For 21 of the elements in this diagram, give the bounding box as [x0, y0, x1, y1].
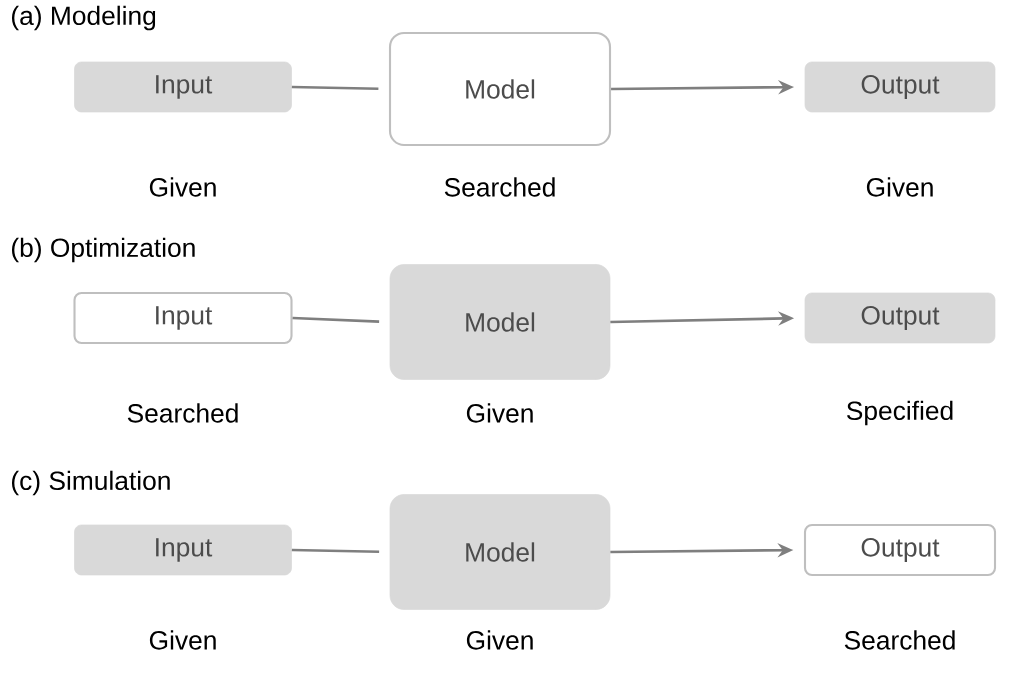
status-label: Given: [149, 177, 216, 197]
model-box: Model: [388, 31, 612, 147]
process-box: Output: [803, 523, 997, 577]
status-label: Given: [466, 403, 533, 423]
process-box: Input: [74, 61, 292, 113]
process-box: Input: [73, 291, 293, 345]
status-label: Given: [466, 630, 533, 650]
status-label: Given: [866, 177, 933, 197]
status-label: Given: [149, 630, 216, 650]
status-label: Searched: [127, 403, 238, 423]
process-box: Output: [804, 61, 996, 113]
status-label: Specified: [846, 400, 953, 426]
status-label: Searched: [444, 177, 555, 197]
section-heading: (a) Modeling: [12, 5, 156, 31]
section-heading: (b) Optimization: [12, 237, 195, 263]
process-box: Input: [74, 524, 292, 576]
status-label: Searched: [844, 630, 955, 650]
model-box: Model: [389, 494, 611, 610]
section-heading: (c) Simulation: [12, 470, 170, 496]
process-box: Output: [804, 292, 996, 344]
model-box: Model: [389, 264, 611, 380]
